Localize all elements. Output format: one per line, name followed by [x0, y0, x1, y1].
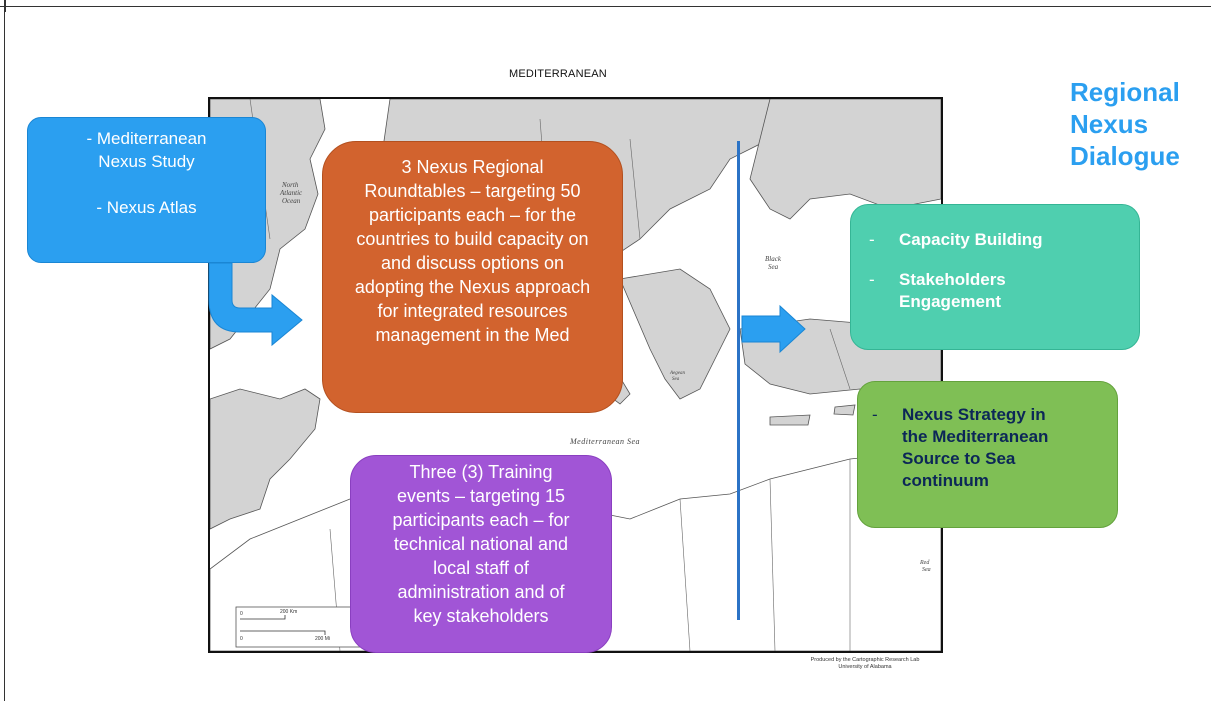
right-arrow-icon	[741, 304, 806, 354]
north-atlantic-label-1: North	[281, 181, 299, 189]
capacity-item: - Capacity Building	[869, 229, 1129, 251]
map-credit-line-1: Produced by the Cartographic Research La…	[810, 657, 920, 663]
bullet-dash: -	[869, 270, 875, 289]
curved-arrow-icon	[208, 262, 303, 347]
map-credit: Produced by the Cartographic Research La…	[790, 657, 940, 671]
north-atlantic-label-2: Atlantic	[279, 189, 303, 197]
land-balkans	[619, 268, 731, 400]
capacity-box: - Capacity Building - Stakeholders Engag…	[850, 204, 1140, 350]
roundtables-line-5: and discuss options on	[380, 253, 565, 273]
training-line-2: events – targeting 15	[396, 486, 566, 506]
scale-km-label: 200 Km	[280, 609, 297, 615]
roundtables-line-2: Roundtables – targeting 50	[364, 181, 581, 201]
training-line-6: administration and of	[397, 582, 565, 602]
north-atlantic-label-3: Ocean	[282, 197, 301, 205]
nexus-study-line-2: Nexus Study	[98, 152, 195, 171]
strategy-line-1: Nexus Strategy in	[902, 405, 1046, 424]
land-crete	[769, 414, 811, 426]
training-line-5: local staff of	[433, 558, 529, 578]
land-cyprus	[833, 404, 856, 416]
roundtables-line-7: for integrated resources	[377, 301, 568, 321]
mediterranean-sea-label: Mediterranean Sea	[569, 437, 640, 446]
map-title: MEDITERRANEAN	[509, 68, 607, 80]
stakeholders-label: Stakeholders	[899, 270, 1006, 289]
nexus-atlas-line: - Nexus Atlas	[96, 198, 197, 217]
nexus-study-line-1: - Mediterranean	[86, 129, 207, 148]
land-iberia	[210, 388, 321, 530]
strategy-line-4: continuum	[902, 471, 989, 490]
stakeholders-item: - Stakeholders Engagement	[869, 269, 1129, 313]
strategy-line-3: Source to Sea	[902, 449, 1016, 468]
page-left-border	[4, 0, 5, 701]
strategy-line-2: the Mediterranean	[902, 427, 1049, 446]
roundtables-line-1: 3 Nexus Regional	[401, 157, 544, 177]
land-russia	[749, 99, 941, 220]
black-sea-label-2: Sea	[768, 263, 779, 271]
heading-line-2: Nexus	[1070, 109, 1149, 139]
training-line-4: technical national and	[393, 534, 569, 554]
roundtables-line-3: participants each – for the	[368, 205, 577, 225]
red-sea-label-2: Sea	[922, 567, 931, 573]
bullet-dash: -	[869, 230, 875, 249]
black-sea-label-1: Black	[765, 255, 782, 263]
roundtables-box: 3 Nexus Regional Roundtables – targeting…	[322, 141, 623, 413]
aegean-label-2: Sea	[672, 377, 680, 382]
scale-zero-km: 0	[240, 611, 243, 617]
nexus-study-box: - Mediterranean Nexus Study - Nexus Atla…	[27, 117, 266, 263]
scale-zero-mi: 0	[240, 636, 243, 642]
aegean-label-1: Aegean	[669, 371, 685, 376]
scale-mi-label: 200 Mi	[315, 636, 330, 642]
heading-line-3: Dialogue	[1070, 141, 1180, 171]
roundtables-line-6: adopting the Nexus approach	[354, 277, 591, 297]
strategy-item: - Nexus Strategy in the Mediterranean So…	[872, 404, 1107, 492]
strategy-box: - Nexus Strategy in the Mediterranean So…	[857, 381, 1118, 528]
training-line-7: key stakeholders	[413, 606, 549, 626]
bullet-dash: -	[872, 405, 878, 424]
roundtables-line-8: management in the Med	[375, 325, 570, 345]
training-box: Three (3) Training events – targeting 15…	[350, 455, 612, 653]
engagement-label: Engagement	[899, 292, 1002, 311]
page-corner-mark	[0, 0, 6, 12]
map-credit-line-2: University of Alabama	[838, 664, 892, 670]
capacity-building-label: Capacity Building	[899, 230, 1043, 249]
red-sea-label-1: Red	[919, 560, 930, 566]
heading-line-1: Regional	[1070, 77, 1180, 107]
divider-line	[737, 141, 740, 620]
scale-bar: 0 200 Km 0 200 Mi	[235, 606, 367, 648]
page-top-border	[0, 0, 1211, 7]
training-line-3: participants each – for	[392, 510, 570, 530]
regional-nexus-dialogue-heading: Regional Nexus Dialogue	[1070, 76, 1180, 172]
training-line-1: Three (3) Training	[409, 462, 553, 482]
roundtables-line-4: countries to build capacity on	[356, 229, 589, 249]
